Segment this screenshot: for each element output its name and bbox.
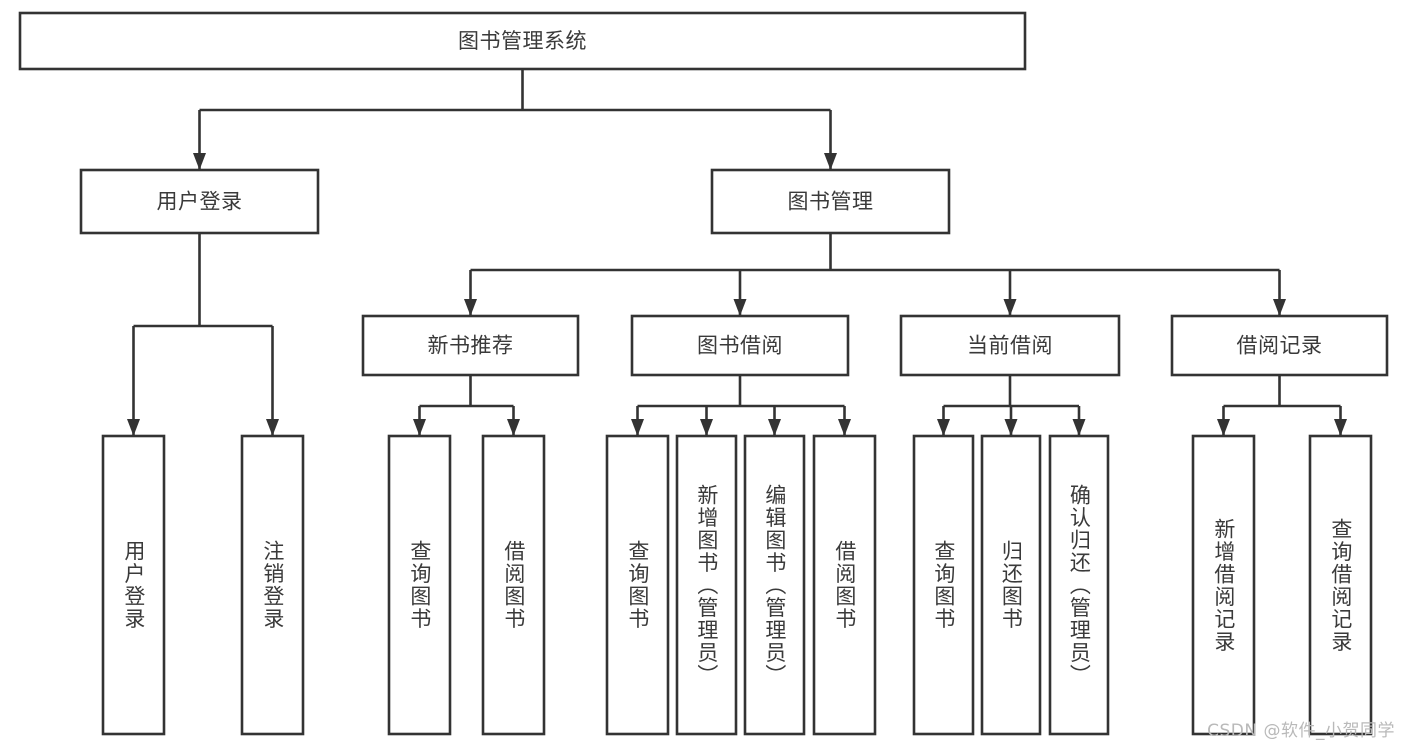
node-leaf-query-book-3[interactable] [912,434,975,736]
connector-group-borrow-record [1217,375,1347,436]
node-current-borrow[interactable]: 当前借阅 [899,314,1121,377]
node-leaf-query-book-1[interactable] [387,434,452,736]
node-label-user-login: 用户登录 [157,190,243,214]
node-user-login[interactable]: 用户登录 [79,168,320,235]
arrow-head-icon [1217,419,1230,436]
arrow-head-icon [1334,419,1347,436]
connector-group-user-login [127,233,279,436]
arrow-head-icon [266,419,279,436]
connector-group-current-borrow [937,375,1086,436]
arrow-head-icon [768,419,781,436]
arrow-head-icon [193,153,206,170]
node-leaf-user-login[interactable] [101,434,166,736]
node-box-root[interactable] [18,11,1027,71]
node-box-leaf-confirm-return[interactable] [1048,434,1110,736]
connectors-layer [127,69,1347,436]
arrow-head-icon [700,419,713,436]
node-box-leaf-user-login[interactable] [101,434,166,736]
node-leaf-query-record[interactable] [1308,434,1373,736]
node-box-book-manage[interactable] [710,168,951,235]
connector-group-book-borrow [631,375,851,436]
node-label-book-manage: 图书管理 [788,190,874,214]
node-box-leaf-logout[interactable] [240,434,305,736]
connector-group-book-manage [464,233,1286,316]
node-book-borrow[interactable]: 图书借阅 [630,314,850,377]
node-box-leaf-query-book-3[interactable] [912,434,975,736]
node-box-leaf-return-book[interactable] [980,434,1042,736]
node-book-manage[interactable]: 图书管理 [710,168,951,235]
node-box-leaf-add-record[interactable] [1191,434,1256,736]
node-leaf-edit-book[interactable] [743,434,806,736]
node-label-new-book-rec: 新书推荐 [428,334,514,358]
node-leaf-add-book[interactable] [675,434,738,736]
arrow-head-icon [937,419,950,436]
node-leaf-confirm-return[interactable] [1048,434,1110,736]
arrow-head-icon [507,419,520,436]
node-box-leaf-add-book[interactable] [675,434,738,736]
arrow-head-icon [824,153,837,170]
node-box-current-borrow[interactable] [899,314,1121,377]
node-box-borrow-record[interactable] [1170,314,1389,377]
node-leaf-return-book[interactable] [980,434,1042,736]
node-label-borrow-record: 借阅记录 [1237,334,1323,358]
arrow-head-icon [733,299,747,316]
node-box-new-book-rec[interactable] [361,314,580,377]
connector-group-new-book-rec [413,375,520,436]
arrow-head-icon [464,299,477,316]
node-box-user-login[interactable] [79,168,320,235]
node-label-book-borrow: 图书借阅 [697,334,783,358]
arrow-head-icon [1003,299,1017,316]
node-borrow-record[interactable]: 借阅记录 [1170,314,1389,377]
arrow-head-icon [1273,299,1286,316]
arrow-head-icon [1072,419,1086,436]
arrow-head-icon [127,419,140,436]
node-root[interactable]: 图书管理系统 [18,11,1027,71]
arrow-head-icon [838,419,851,436]
node-box-leaf-borrow-book-2[interactable] [812,434,877,736]
watermark-text: CSDN @软件_小贺同学 [1207,721,1395,741]
node-leaf-borrow-book-2[interactable] [812,434,877,736]
connector-group-root [193,69,837,170]
node-box-book-borrow[interactable] [630,314,850,377]
node-box-leaf-edit-book[interactable] [743,434,806,736]
node-new-book-rec[interactable]: 新书推荐 [361,314,580,377]
arrow-head-icon [1004,419,1018,436]
node-box-leaf-borrow-book-1[interactable] [481,434,546,736]
node-box-leaf-query-record[interactable] [1308,434,1373,736]
arrow-head-icon [631,419,644,436]
node-label-current-borrow: 当前借阅 [967,334,1053,358]
node-leaf-logout[interactable] [240,434,305,736]
node-leaf-add-record[interactable] [1191,434,1256,736]
node-box-leaf-query-book-2[interactable] [605,434,670,736]
node-label-root: 图书管理系统 [458,29,587,53]
arrow-head-icon [413,419,426,436]
node-box-leaf-query-book-1[interactable] [387,434,452,736]
node-leaf-borrow-book-1[interactable] [481,434,546,736]
node-leaf-query-book-2[interactable] [605,434,670,736]
